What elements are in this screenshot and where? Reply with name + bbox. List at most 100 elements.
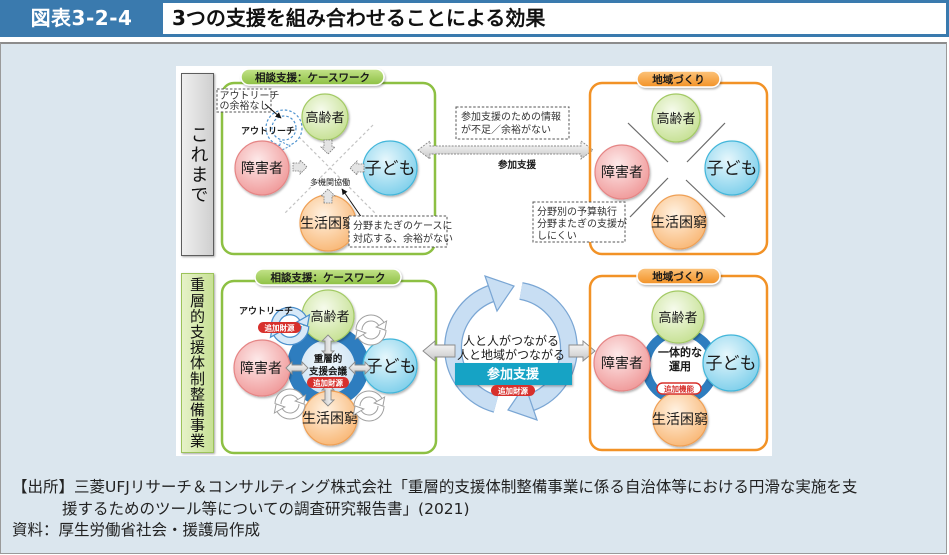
circle-poverty: 生活困窮 [299,194,357,252]
participation-funding-badge: 追加財源 [491,385,535,396]
center-label: 多機関協働 [310,177,350,187]
circle-label: 子ども [365,159,416,179]
circle-shape [651,194,707,250]
note-box [455,106,570,140]
outreach-note: アウトリーチ の余裕なし [216,88,282,119]
divider-line [685,179,726,218]
outreach-label: アウトリーチ [239,306,293,317]
badge-shape [656,382,702,395]
circle-label: 高齢者 [310,309,349,325]
circle-elderly: 高齢者 [301,93,349,141]
circle-label: 障害者 [241,161,283,177]
cycle-arc-right-fill [519,283,577,410]
source-text-line: 三菱UFJリサーチ＆コンサルティング株式会社「重層的支援体制整備事業に係る自治体… [74,478,858,496]
circle-label: 子ども [707,159,758,179]
casework-label-pill: 相談支援：ケースワーク [254,268,402,286]
outreach-arrowhead-icon [279,140,292,152]
circle-children: 子ども [702,334,760,392]
arrow-right-icon [568,340,596,362]
pill-shape [636,267,721,285]
divider-line [286,124,376,214]
circle-label: 生活困窮 [651,215,707,231]
diagram: 相談支援：ケースワーク アウトリーチ アウトリーチ の余裕なし 高齢者 障害者 … [216,68,769,455]
note-box [348,215,448,248]
pill-shape [254,268,402,286]
community-label: 地域づくり [652,270,705,283]
circle-label: 生活困窮 [300,216,356,232]
circle-disabled: 障害者 [234,140,290,196]
cycle-arrowhead-icon [484,275,515,313]
cycle-arrow-icon [274,392,305,416]
circle-shape [704,140,760,196]
after-casework-panel: 相談支援：ケースワーク 高齢者 障害者 子ども 生活困窮 重層的 支援会議 追加… [220,268,438,455]
before-participation: 参加支援のための情報 が不足／余裕がない 参加支援 [417,106,594,171]
cycle-arrow-icon [353,394,384,418]
center-label: 一体的な [658,345,702,359]
participation-bar: 参加支援 [455,363,572,385]
note-pointer-arrow-icon [264,103,282,119]
bar-shape [455,363,572,385]
participation-label: 参加支援 [487,367,540,383]
circle-elderly: 高齢者 [651,290,705,344]
arrow-right-icon [292,159,308,175]
circle-shape [593,334,651,392]
note-line: しにくい [537,230,577,242]
arrow-down-icon [320,139,336,155]
circle-label: 生活困窮 [652,412,708,428]
source-citation-continued: 援するためのツール等についての調査研究報告書」(2021) [62,497,470,519]
cycle-arrowhead-icon [507,383,538,421]
circle-label: 子ども [706,354,757,374]
circle-shape [651,93,701,143]
badge-label: 追加財源 [313,378,343,388]
figure-header: 図表3-2-4 3つの支援を組み合わせることによる効果 [0,0,949,37]
cross-field-note: 分野またぎのケースに 対応する、余裕がない [341,188,453,248]
circle-label: 高齢者 [305,110,344,126]
arrow-left-icon [349,160,365,176]
circle-label: 高齢者 [656,111,695,127]
casework-label-pill: 相談支援：ケースワーク [240,68,385,86]
badge-label: 追加財源 [265,323,295,333]
participation-line: 人と人がつながる [463,333,559,348]
figure-title: 3つの支援を組み合わせることによる効果 [163,3,946,34]
circle-disabled: 障害者 [593,334,651,392]
note-line: が不足／余裕がない [461,123,551,136]
after-participation: 人と人がつながる 人と地域がつながる 参加支援 追加財源 [422,275,596,421]
circle-shape [702,334,760,392]
participation-note: 参加支援のための情報 が不足／余裕がない [455,106,570,140]
note-pointer-arrow-icon [341,188,363,219]
participation-label: 参加支援 [497,159,537,171]
outreach-dashed-cycle [265,109,303,152]
divider-line [686,122,726,163]
data-note: 資料：厚生労働省社会・援護局作成 [12,521,261,539]
outreach-funding-badge: 追加財源 [258,322,301,333]
community-note: 分野別の予算執行 分野またぎの支援が しにくい [532,201,627,243]
row-label-after: 重層的支援体制整備事業 [181,273,214,453]
badge-shape [258,322,301,333]
cycle-arrow-icon [355,318,386,342]
circle-label: 障害者 [601,165,643,181]
circle-label: 生活困窮 [302,411,358,427]
circle-label: 障害者 [240,361,282,377]
row-label-before: これまで [181,73,214,256]
note-line: 参加支援のための情報 [461,110,561,123]
note-line: 分野またぎのケースに [353,219,453,232]
divider-line [627,122,669,163]
badge-label: 追加財源 [498,386,528,396]
badge-label: 追加機能 [664,384,694,394]
community-label: 地域づくり [652,73,705,86]
circle-label: 子ども [366,357,417,377]
circle-children: 子ども [362,338,418,394]
note-box [216,88,272,113]
source-citation: 【出所】三菱UFJリサーチ＆コンサルティング株式会社「重層的支援体制整備事業に係… [12,475,857,497]
circle-disabled: 障害者 [233,339,291,397]
circle-elderly: 高齢者 [651,93,701,143]
outreach-label: アウトリーチ [241,126,295,137]
circle-shape [594,144,650,200]
circle-label: 高齢者 [658,310,697,326]
community-label-pill: 地域づくり [636,70,721,88]
center-funding-badge: 追加財源 [307,377,349,388]
pill-shape [240,68,385,86]
note-line: 分野またぎの支援が [537,217,627,230]
note-line: アウトリーチ [220,90,280,102]
circle-shape [651,290,705,344]
